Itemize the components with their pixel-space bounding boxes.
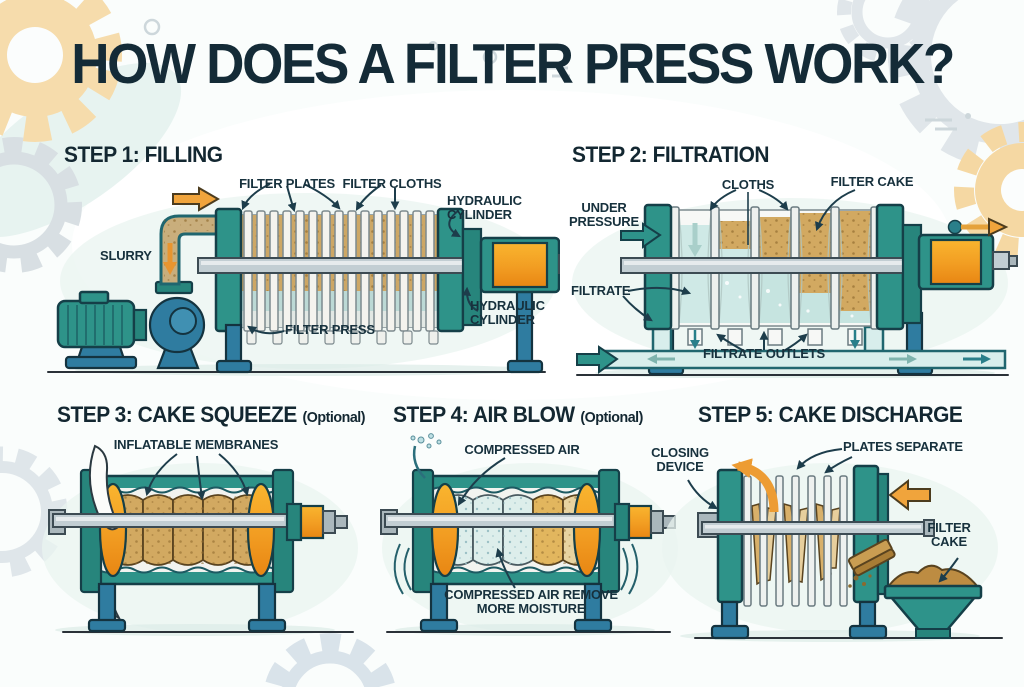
step2-heading: STEP 2: FILTRATION	[572, 142, 769, 167]
piston-arrow-icon	[947, 217, 1009, 237]
label-under-pressure: UNDER PRESSURE	[569, 200, 639, 229]
leader-arrows	[144, 453, 250, 501]
label-filter-plates: FILTER PLATES	[239, 176, 335, 191]
label-hydraulic-cylinder-top: HYDRAULIC CYLINDER	[447, 193, 522, 222]
close-arrow-icon	[888, 478, 931, 512]
step1-diagram	[47, 183, 560, 376]
page-title: HOW DOES A FILTER PRESS WORK?	[71, 32, 955, 96]
label-filter-cloths: FILTER CLOTHS	[342, 176, 442, 191]
label-filter-press: FILTER PRESS	[285, 322, 375, 337]
label-slurry: SLURRY	[100, 248, 152, 263]
cake-hopper	[883, 564, 983, 639]
label-filter-cake-step5: FILTER CAKE	[927, 520, 971, 549]
membrane-right	[572, 482, 602, 578]
label-compressed-air: COMPRESSED AIR	[464, 442, 580, 457]
label-filtrate: FILTRATE	[571, 283, 631, 298]
step3-diagram	[42, 444, 358, 636]
step3-heading: STEP 3: CAKE SQUEEZE(Optional)	[57, 402, 366, 427]
step4-heading: STEP 4: AIR BLOW(Optional)	[393, 402, 643, 427]
label-inflatable-membranes: INFLATABLE MEMBRANES	[113, 437, 279, 452]
falling-cake-chunk	[847, 538, 896, 577]
filtrate-pipe	[576, 325, 1007, 374]
hydraulic-cylinder	[901, 223, 1018, 325]
air-blow-press	[380, 433, 676, 633]
leader-arrows	[622, 189, 856, 353]
leader-arrows	[687, 448, 959, 583]
label-closing-device: CLOSING DEVICE	[651, 445, 709, 474]
feed-arrow-icon	[172, 186, 220, 212]
membrane-right	[246, 482, 276, 578]
step1-heading: STEP 1: FILLING	[64, 142, 223, 167]
separated-plates	[743, 475, 848, 607]
label-filtrate-outlets: FILTRATE OUTLETS	[703, 346, 825, 361]
label-filter-cake-step2: FILTER CAKE	[830, 174, 914, 189]
step2-diagram	[572, 189, 1018, 378]
membrane-left	[430, 482, 460, 578]
air-spray-icon	[410, 433, 442, 479]
step5-diagram	[662, 448, 1003, 642]
step4-diagram	[380, 433, 678, 636]
deco-dots	[143, 18, 971, 131]
label-plates-separate: PLATES SEPARATE	[843, 439, 963, 454]
leader-arrows	[241, 183, 479, 335]
membrane-press	[48, 444, 348, 633]
discharge-arrow-icon	[731, 458, 779, 513]
label-cloths: CLOTHS	[721, 177, 775, 192]
slurry-pump-icon	[56, 280, 206, 370]
pressure-arrow-icon	[620, 222, 662, 249]
label-hydraulic-cylinder-bottom: HYDRAULIC CYLINDER	[470, 298, 545, 327]
step5-heading: STEP 5: CAKE DISCHARGE	[698, 402, 963, 427]
press-bar	[197, 257, 504, 274]
leader-arrows	[457, 457, 516, 589]
open-press	[697, 458, 983, 640]
filter-press	[214, 207, 465, 345]
cake-crumbs	[848, 574, 872, 588]
label-compressed-air-note: COMPRESSED AIR REMOVE MORE MOISTURE	[444, 587, 618, 616]
